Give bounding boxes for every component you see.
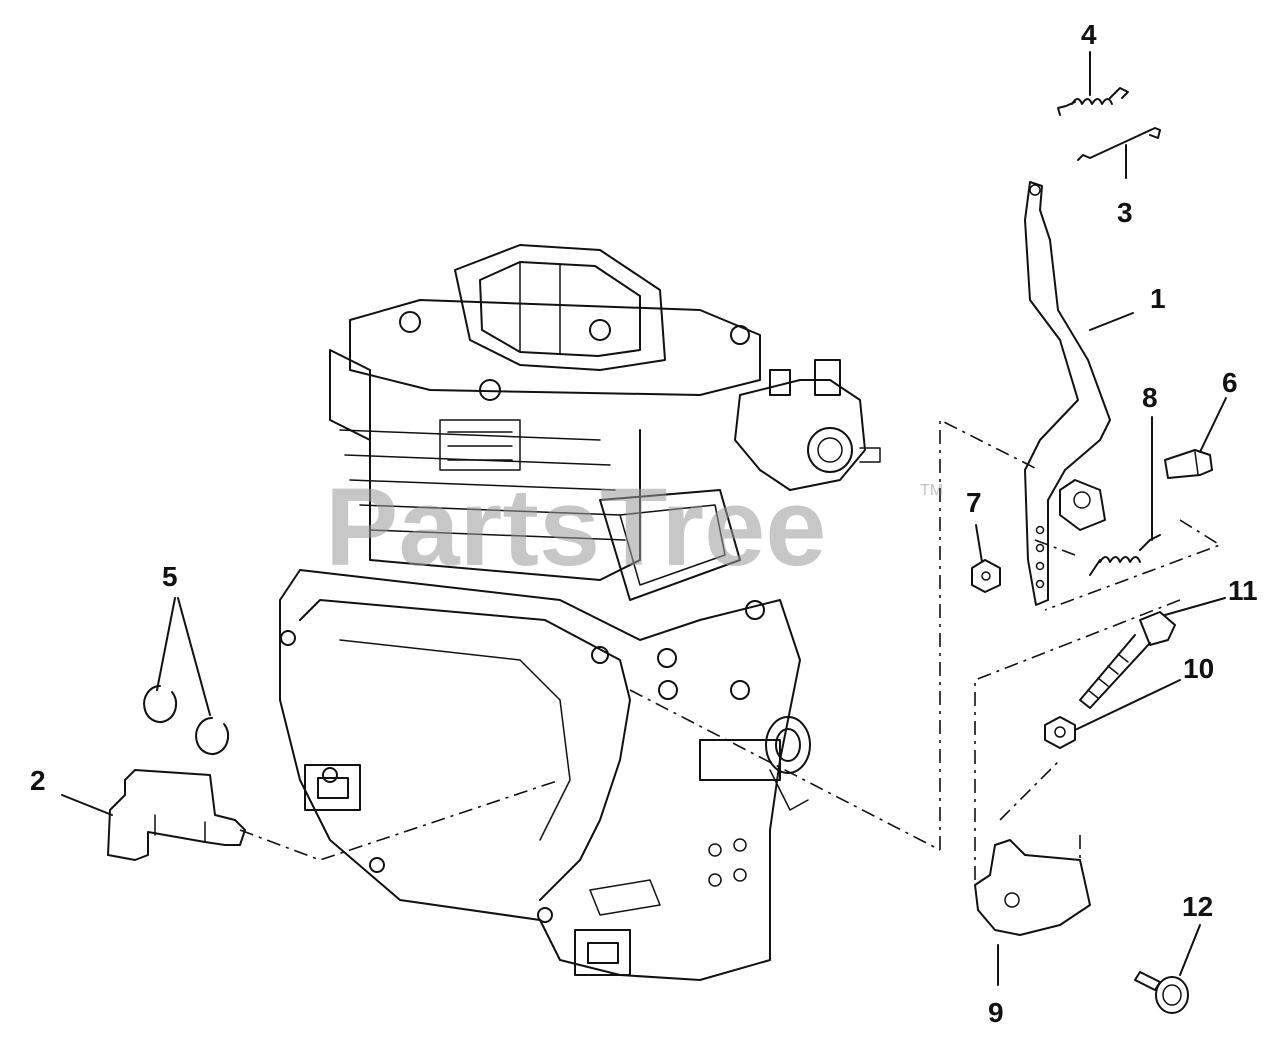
- callout-1: 1: [1150, 283, 1166, 314]
- callout-4: 4: [1081, 19, 1097, 50]
- callout-10: 10: [1183, 653, 1214, 684]
- callout-8: 8: [1142, 382, 1158, 413]
- flange-bolt: [1134, 971, 1189, 1014]
- governor-lever: [1024, 181, 1111, 606]
- lever-bolt: [1164, 449, 1213, 479]
- callout-12: 12: [1182, 891, 1213, 922]
- e-ring-clips: [143, 685, 230, 755]
- watermark: PartsTree TM: [325, 466, 943, 589]
- callout-6: 6: [1222, 367, 1238, 398]
- return-spring: [1089, 534, 1161, 576]
- watermark-brand: PartsTree: [325, 466, 826, 589]
- callout-2: 2: [30, 765, 46, 796]
- governor-link-rod: [1077, 127, 1161, 161]
- governor-spring: [1057, 87, 1129, 116]
- alignment-lines: [239, 418, 1222, 880]
- callout-11: 11: [1228, 575, 1258, 606]
- engine-block: [279, 244, 881, 981]
- callout-5: 5: [162, 561, 178, 592]
- adjusting-bolt: [1079, 611, 1176, 709]
- square-nut: [971, 559, 1001, 593]
- control-bracket: [974, 839, 1091, 936]
- callout-3: 3: [1117, 197, 1133, 228]
- governor-shaft: [107, 769, 246, 861]
- callout-labels: 1 2 3 4 5 6 7 8 9 10 11 12: [30, 19, 1258, 1028]
- leader-lines: [61, 51, 1227, 986]
- callout-9: 9: [988, 997, 1004, 1028]
- callout-7: 7: [966, 487, 982, 518]
- hex-nut: [1044, 716, 1076, 749]
- watermark-trademark: TM: [920, 482, 943, 499]
